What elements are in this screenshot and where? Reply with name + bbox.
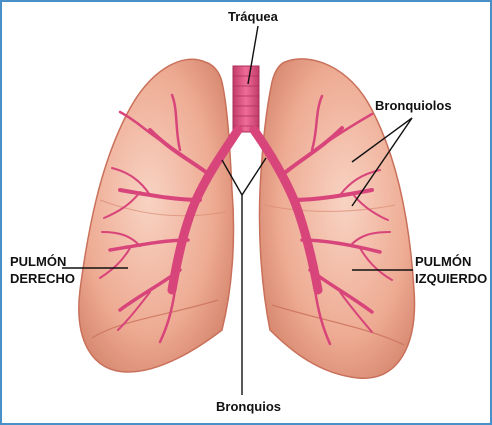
right-lung-label-line1: PULMÓN bbox=[10, 253, 75, 270]
left-lung-label: PULMÓN IZQUIERDO bbox=[415, 253, 490, 287]
left-lung-label-line1: PULMÓN bbox=[415, 253, 490, 270]
bronchi-label: Bronquios bbox=[216, 398, 281, 415]
bronchioles-label: Bronquiolos bbox=[375, 97, 452, 114]
right-lung-label: PULMÓN DERECHO bbox=[10, 253, 75, 287]
left-lung-label-line2: IZQUIERDO bbox=[415, 270, 490, 287]
trachea-label: Tráquea bbox=[228, 8, 278, 25]
right-lung bbox=[79, 59, 234, 372]
right-lung-label-line2: DERECHO bbox=[10, 270, 75, 287]
